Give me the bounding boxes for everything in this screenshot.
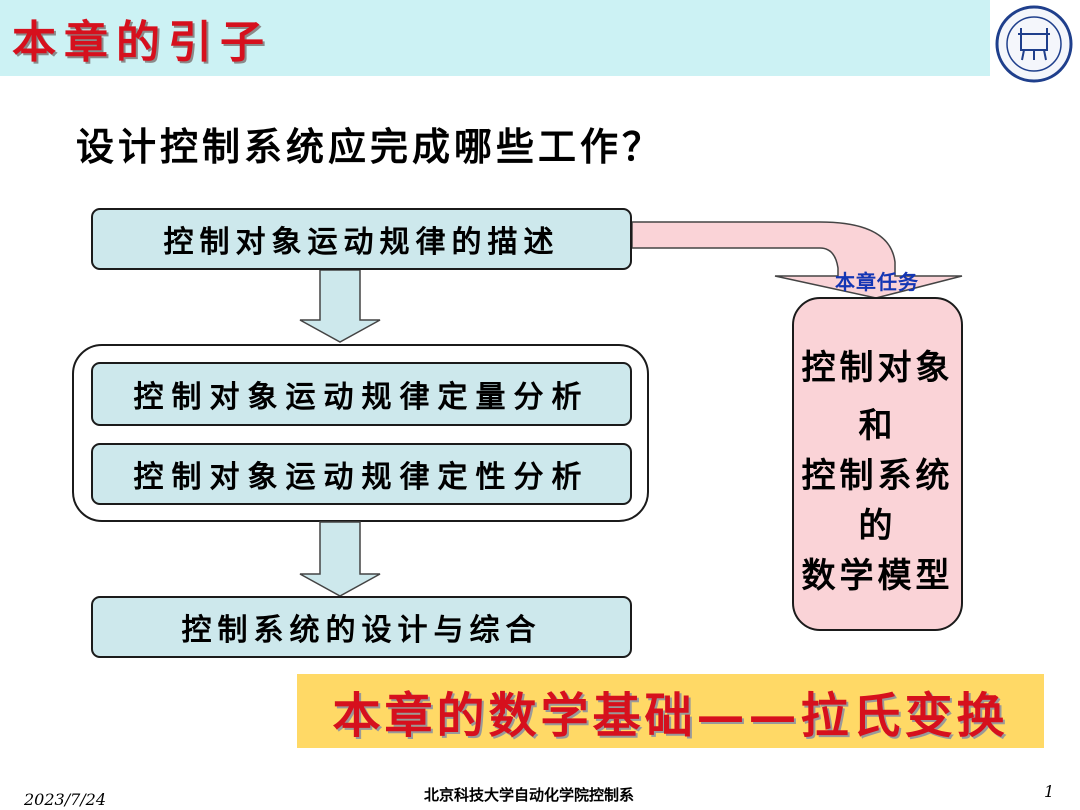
task-line: 控制对象	[801, 348, 954, 388]
footer-date: 2023/7/24	[24, 790, 107, 809]
flow-box-design: 控制系统的设计与综合	[91, 596, 632, 658]
task-label: 本章任务	[835, 270, 919, 294]
task-box	[792, 297, 963, 631]
math-basis-banner: 本章的数学基础——拉氏变换	[297, 674, 1044, 748]
task-line: 的	[858, 506, 897, 546]
question-heading: 设计控制系统应完成哪些工作？	[76, 124, 665, 169]
task-arrow	[631, 221, 963, 299]
flow-box-qualitative: 控制对象运动规律定性分析	[91, 443, 632, 505]
slide-title: 本章的引子	[12, 17, 272, 68]
flow-box-quantitative: 控制对象运动规律定量分析	[91, 362, 632, 426]
page-number: 1	[1044, 782, 1055, 801]
task-line: 和	[858, 406, 897, 446]
task-line: 控制系统	[801, 456, 954, 496]
task-line: 数学模型	[801, 556, 954, 596]
university-logo	[995, 5, 1073, 83]
footer-organization: 北京科技大学自动化学院控制系	[424, 786, 635, 804]
down-arrow-1	[299, 269, 381, 343]
down-arrow-2	[299, 521, 381, 597]
header-band	[0, 0, 990, 76]
flow-box-description: 控制对象运动规律的描述	[91, 208, 632, 270]
